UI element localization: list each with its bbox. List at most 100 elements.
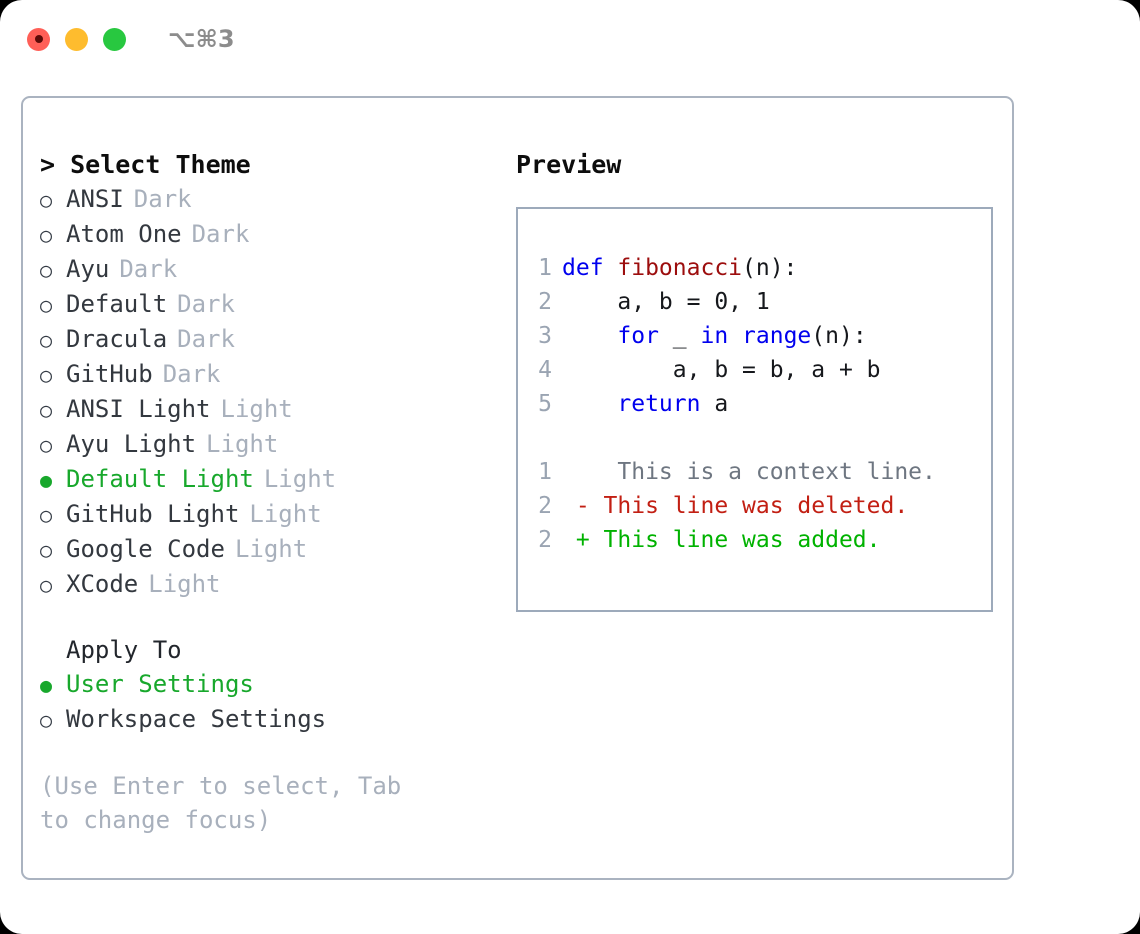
radio-unselected-icon: ○ bbox=[40, 538, 53, 562]
theme-option-category: Dark bbox=[162, 360, 221, 388]
code-token-plain bbox=[562, 391, 617, 417]
radio-unselected-icon: ○ bbox=[40, 398, 53, 422]
theme-option-ayu-light[interactable]: ○ Ayu Light Light bbox=[40, 427, 503, 462]
radio-unselected-icon: ○ bbox=[40, 293, 53, 317]
theme-option-ansi-light[interactable]: ○ ANSI Light Light bbox=[40, 392, 503, 427]
code-token-plain: a, b = b, a + b bbox=[562, 357, 881, 383]
close-dot-icon bbox=[34, 35, 43, 43]
radio-unselected-icon: ○ bbox=[40, 708, 53, 732]
diff-line: 2 + This line was added. bbox=[518, 523, 991, 557]
theme-option-category: Light bbox=[249, 500, 322, 528]
theme-option-label: GitHub bbox=[66, 360, 153, 388]
select-theme-header: > Select Theme bbox=[40, 150, 251, 179]
theme-option-category: Light bbox=[234, 535, 308, 563]
code-line-number: 4 bbox=[538, 357, 552, 383]
theme-option-label: XCode bbox=[66, 570, 139, 598]
theme-option-category: Light bbox=[206, 430, 279, 458]
theme-option-label: ANSI Light bbox=[66, 395, 211, 423]
theme-option-label: GitHub Light bbox=[66, 500, 240, 528]
code-token-plain bbox=[728, 323, 742, 349]
spacer bbox=[40, 602, 503, 633]
diff-line-number: 2 bbox=[538, 493, 552, 519]
theme-option-label: Atom One bbox=[66, 220, 182, 248]
theme-option-category: Dark bbox=[177, 290, 235, 318]
apply-to-option-user-settings[interactable]: ●User Settings bbox=[40, 667, 503, 702]
radio-unselected-icon: ○ bbox=[40, 363, 53, 387]
theme-option-category: Dark bbox=[133, 185, 192, 213]
theme-option-github[interactable]: ○ GitHub Dark bbox=[40, 357, 503, 392]
code-line: 3 for _ in range(n): bbox=[518, 319, 991, 353]
theme-option-default[interactable]: ○ Default Dark bbox=[40, 287, 503, 322]
theme-option-xcode[interactable]: ○ XCode Light bbox=[40, 567, 503, 602]
code-token-kw: return bbox=[617, 391, 701, 417]
theme-option-ayu[interactable]: ○ Ayu Dark bbox=[40, 252, 503, 287]
theme-option-ansi[interactable]: ○ ANSI Dark bbox=[40, 182, 503, 217]
code-line: 2 a, b = 0, 1 bbox=[518, 285, 991, 319]
code-token-plain: a, b = 0, 1 bbox=[562, 289, 770, 315]
radio-unselected-icon: ○ bbox=[40, 223, 53, 247]
theme-option-label: Ayu Light bbox=[66, 430, 197, 458]
code-token-fn: fibonacci bbox=[617, 255, 743, 281]
diff-line: 1 This is a context line. bbox=[518, 455, 991, 489]
diff-line: 2 - This line was deleted. bbox=[518, 489, 991, 523]
radio-selected-icon: ● bbox=[40, 468, 53, 492]
theme-option-label: Default Light bbox=[66, 465, 254, 493]
radio-unselected-icon: ○ bbox=[40, 433, 53, 457]
minimize-button-icon[interactable] bbox=[65, 27, 88, 51]
code-token-plain bbox=[562, 323, 617, 349]
radio-unselected-icon: ○ bbox=[40, 258, 53, 282]
code-token-plain: _ bbox=[658, 323, 701, 349]
code-line: 5 return a bbox=[518, 387, 991, 421]
radio-unselected-icon: ○ bbox=[40, 328, 53, 352]
theme-option-category: Light bbox=[263, 465, 337, 493]
code-line-number: 5 bbox=[538, 391, 552, 417]
preview-title: Preview bbox=[516, 150, 622, 179]
theme-option-atom-one[interactable]: ○ Atom One Dark bbox=[40, 217, 503, 252]
code-line-text: def fibonacci(n): bbox=[562, 251, 797, 285]
code-line-number: 1 bbox=[538, 255, 552, 281]
theme-option-label: ANSI bbox=[66, 185, 124, 213]
apply-to-list: ●User Settings ○ Workspace Settings bbox=[40, 667, 503, 737]
theme-option-category: Dark bbox=[191, 220, 250, 248]
code-line-text: a, b = b, a + b bbox=[562, 353, 881, 387]
maximize-button-icon[interactable] bbox=[103, 27, 126, 51]
code-token-plain: (n): bbox=[742, 255, 798, 281]
diff-line-number: 2 bbox=[538, 527, 552, 553]
theme-option-label: Google Code bbox=[66, 535, 225, 563]
diff-line-number: 1 bbox=[538, 459, 552, 485]
theme-option-category: Light bbox=[220, 395, 293, 423]
radio-selected-icon: ● bbox=[40, 673, 53, 697]
code-line: 4 a, b = b, a + b bbox=[518, 353, 991, 387]
code-line-number: 3 bbox=[538, 323, 552, 349]
code-token-kw: def bbox=[562, 255, 618, 281]
code-line-text: for _ in range(n): bbox=[562, 319, 866, 353]
radio-unselected-icon: ○ bbox=[40, 188, 53, 212]
theme-option-label: Ayu bbox=[66, 255, 110, 283]
radio-unselected-icon: ○ bbox=[40, 573, 53, 597]
theme-option-default-light[interactable]: ● Default Light Light bbox=[40, 462, 503, 497]
theme-option-google-code[interactable]: ○ Google Code Light bbox=[40, 532, 503, 567]
theme-option-category: Light bbox=[148, 570, 221, 598]
theme-option-category: Dark bbox=[119, 255, 178, 283]
close-button-icon[interactable] bbox=[27, 27, 50, 51]
diff-line-text-add: + This line was added. bbox=[562, 527, 881, 553]
apply-to-option-label: Workspace Settings bbox=[66, 705, 327, 733]
theme-option-label: Default bbox=[66, 290, 168, 318]
code-token-kw: for bbox=[617, 323, 659, 349]
apply-to-option-workspace-settings[interactable]: ○ Workspace Settings bbox=[40, 702, 503, 737]
code-line: 1 def fibonacci(n): bbox=[518, 251, 991, 285]
keyboard-hint-text: (Use Enter to select, Tab to change focu… bbox=[40, 772, 416, 834]
diff-line-text-del: - This line was deleted. bbox=[562, 493, 909, 519]
code-token-kw: in bbox=[700, 323, 729, 349]
theme-option-label: Dracula bbox=[66, 325, 168, 353]
